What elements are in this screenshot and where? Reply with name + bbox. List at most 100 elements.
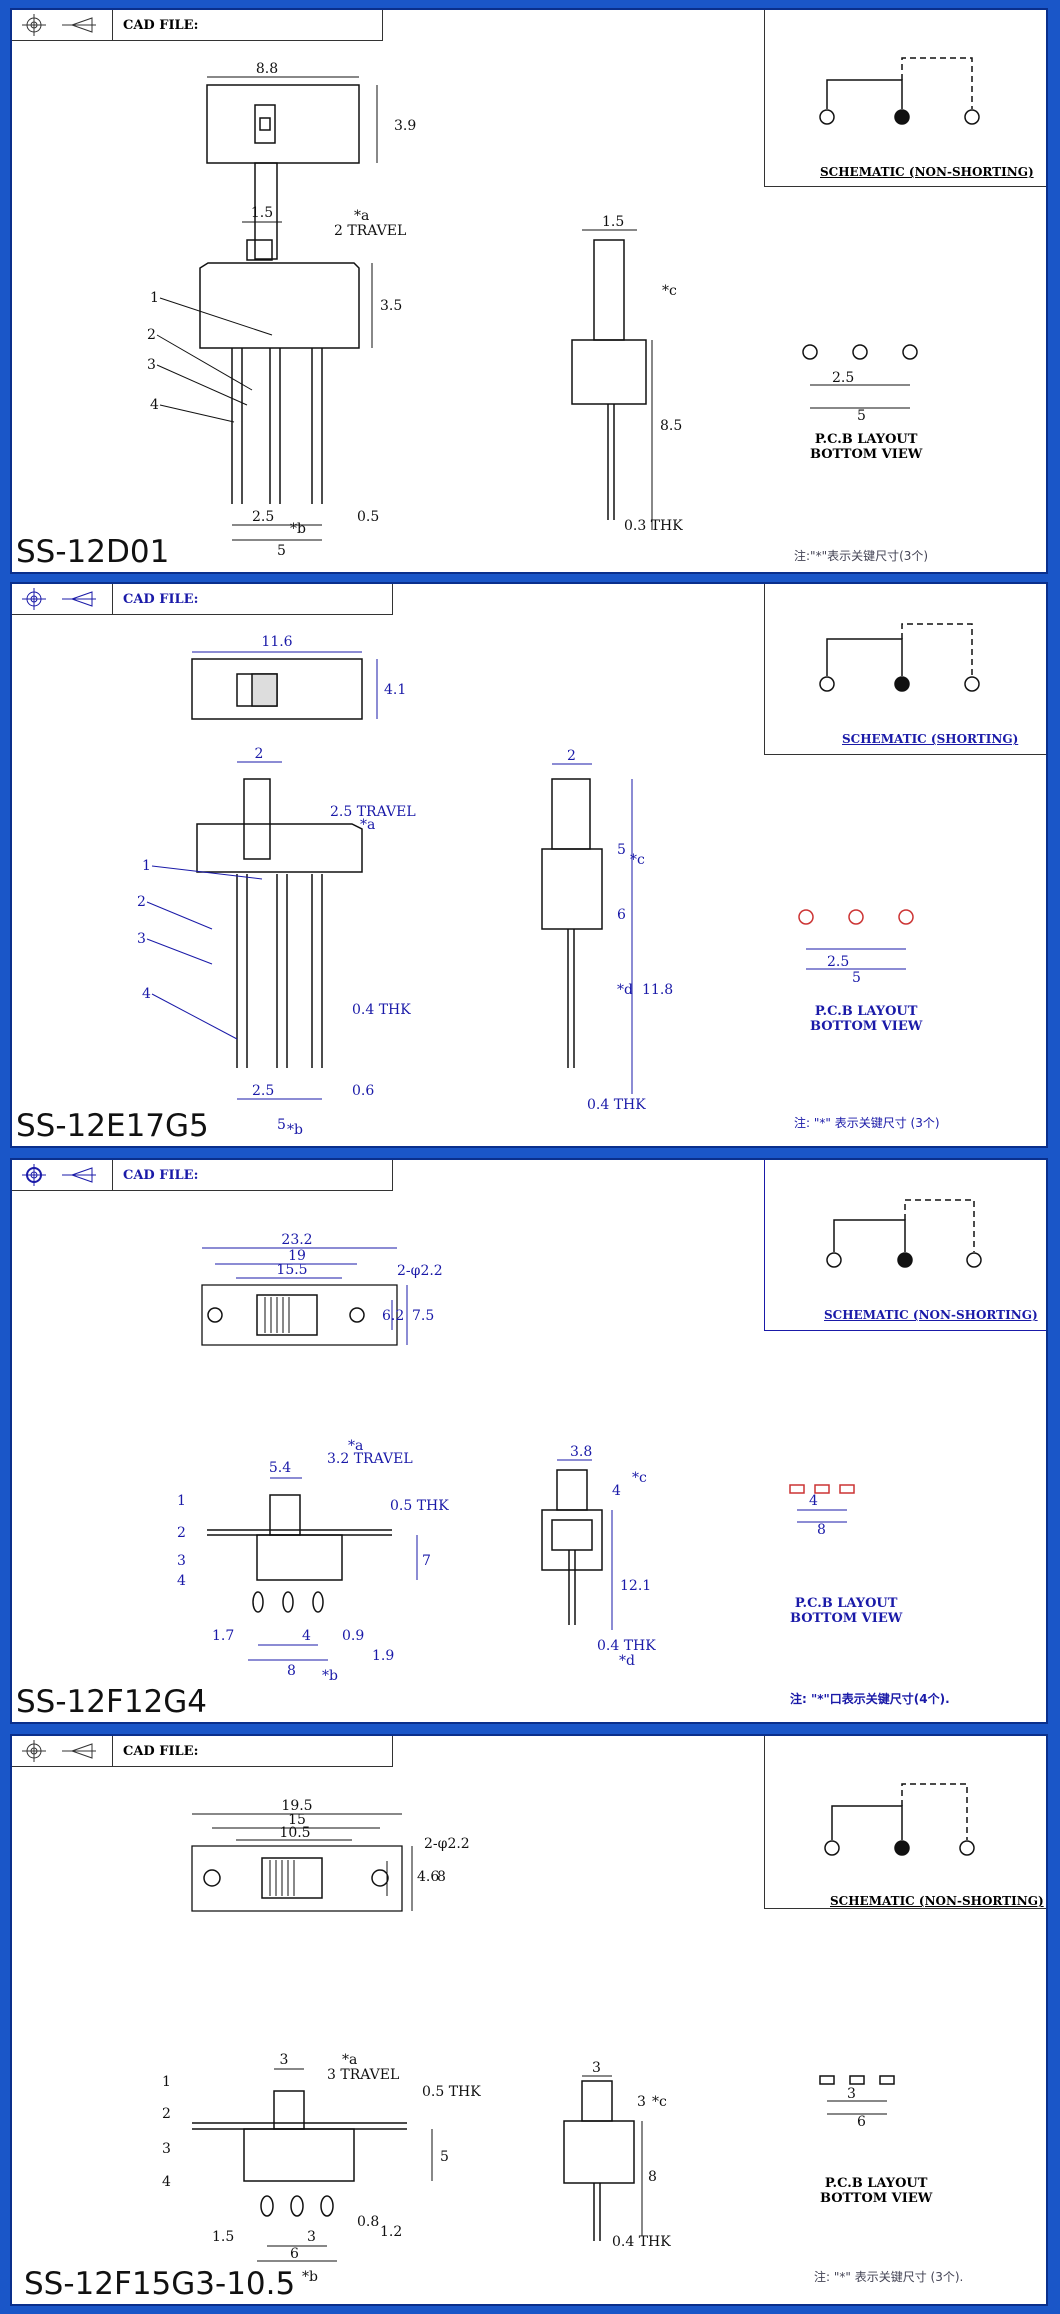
dim-pin-h: 1.2 [380,2224,402,2240]
drawing-panel-ss-12d01: CAD FILE: [10,8,1048,574]
drawing-panel-ss-12f12g4: CAD FILE: 23.2 [10,1158,1048,1724]
pcb-line2: BOTTOM VIEW [810,1019,923,1034]
dim-top-height: 4.1 [384,682,406,698]
dim-lever: 1.5 [251,205,273,221]
dim-a: *a [342,2052,357,2068]
callout-4: 4 [162,2174,171,2190]
dim-w2: 15 [288,1812,306,1828]
dim-side-w: 3.8 [570,1444,592,1460]
schematic-label: SCHEMATIC (NON-SHORTING) [820,165,1034,179]
callout-4: 4 [177,1573,186,1589]
dim-hole: 2-φ2.2 [424,1836,470,1852]
dim-h2: 8 [437,1869,446,1885]
dim-pin-h: 1.9 [372,1648,394,1664]
projection-symbol-icon [12,584,113,614]
key-dimension-note: 注: "*" 表示关键尺寸 (3个). [814,2270,964,2284]
schematic-label: SCHEMATIC (NON-SHORTING) [830,1894,1044,1908]
dim-c: *c [632,1470,647,1486]
dim-w1: 19.5 [281,1798,312,1814]
dim-b: *b [302,2269,318,2285]
dim-plate-thk: 0.5 THK [390,1498,449,1514]
dim-d-val: 6 [617,907,626,923]
drawing-ss-12e17g5: 11.6 4.1 2 2.5 TRAVEL *a 0.4 THK 2.5 0.6… [137,623,980,1138]
drawing-ss-12f15g3: 19.5 15 10.5 2-φ2.2 4.6 8 3 3 TRAVEL *a … [162,1783,975,2285]
dim-pcb-pitch: 2.5 [832,370,854,386]
dim-pin: 0.6 [352,1083,374,1099]
callout-2: 2 [147,327,156,343]
dim-side-lever: 2 [567,748,576,764]
dim-thk: 0.4 THK [612,2234,671,2250]
dim-a: *a [360,817,375,833]
model-number: SS-12D01 [16,534,170,570]
dim-pitch: 3 [307,2229,316,2245]
dim-travel: 3 TRAVEL [327,2067,399,2083]
dim-body-h: 5 [440,2149,449,2165]
dim-w3: 15.5 [276,1262,307,1278]
callout-4: 4 [150,397,159,413]
projection-symbol-icon [12,1736,113,1766]
dim-pcb-total: 5 [857,408,866,424]
callout-3: 3 [137,931,146,947]
dim-total: 8 [287,1663,296,1679]
drawing-ss-12d01: 8.8 3.9 1.5 2 TRAVEL *a 3.5 2.5 *b 0.5 5… [147,57,980,559]
dim-lever: 2 [255,746,264,762]
dim-pitch: 2.5 [252,509,274,525]
pcb-line1: P.C.B LAYOUT [814,432,918,447]
cad-file-label: CAD FILE: [123,1167,199,1183]
key-dimension-note: 注: "*"口表示关键尺寸(4个). [790,1692,950,1706]
drawing-panel-ss-12f15g3: CAD FILE: 19.5 [10,1734,1048,2306]
pcb-line2: BOTTOM VIEW [810,447,923,462]
drawing-ss-12f12g4: 23.2 19 15.5 2-φ2.2 6.2 7.5 5.4 3.2 TRAV… [177,1199,982,1684]
schematic-label: SCHEMATIC (SHORTING) [842,732,1019,746]
cad-file-header: CAD FILE: [12,584,393,615]
callout-1: 1 [177,1493,186,1509]
schematic-label: SCHEMATIC (NON-SHORTING) [824,1308,1038,1322]
cad-file-label: CAD FILE: [123,17,199,33]
callout-2: 2 [177,1525,186,1541]
dim-pcb-pitch: 3 [847,2086,856,2102]
pcb-line2: BOTTOM VIEW [790,1611,903,1626]
dim-top-width: 11.6 [261,634,292,650]
drawing-panel-ss-12e17g5: CAD FILE: 11.6 4.1 2 [10,582,1048,1148]
key-dimension-note: 注:"*"表示关键尺寸(3个) [794,549,929,563]
dim-c-val: 4 [612,1483,621,1499]
dim-d: *d [617,982,633,998]
dim-a: *a [348,1438,363,1454]
dim-lever: 5.4 [269,1460,291,1476]
dim-side-h: 8 [648,2169,657,2185]
callout-3: 3 [177,1553,186,1569]
dim-hole: 2-φ2.2 [397,1263,443,1279]
dim-body-h: 7 [422,1553,431,1569]
dim-b: *b [322,1668,338,1684]
projection-symbol-icon [12,10,113,40]
dim-pin: 0.5 [357,509,379,525]
dim-travel: 3.2 TRAVEL [327,1451,413,1467]
model-number: SS-12F12G4 [16,1684,208,1720]
dim-w2: 19 [288,1248,306,1264]
callout-2: 2 [137,894,146,910]
dim-pin-thk: 0.4 THK [352,1002,411,1018]
dim-h1: 4.6 [417,1869,439,1885]
dim-travel: 2 TRAVEL [334,223,406,239]
dim-c: *c [652,2094,667,2110]
dim-lever: 3 [280,2052,289,2068]
dim-pitch: 4 [302,1628,311,1644]
dim-pcb-total: 8 [817,1522,826,1538]
dim-h2: 7.5 [412,1308,434,1324]
dim-pcb-total: 6 [857,2114,866,2130]
key-dimension-note: 注: "*" 表示关键尺寸 (3个) [794,1116,940,1130]
callout-3: 3 [162,2141,171,2157]
cad-file-header: CAD FILE: [12,1160,393,1191]
pcb-line1: P.C.B LAYOUT [824,2176,928,2191]
dim-top-height: 3.9 [394,118,416,134]
cad-file-header: CAD FILE: [12,1736,393,1767]
callout-3: 3 [147,357,156,373]
dim-c: *c [630,852,645,868]
model-number: SS-12E17G5 [16,1108,209,1144]
dim-total: 5 [277,543,286,559]
dim-d: *d [619,1653,635,1669]
dim-pin: 0.8 [357,2214,379,2230]
dim-thk: 0.3 THK [624,518,683,534]
